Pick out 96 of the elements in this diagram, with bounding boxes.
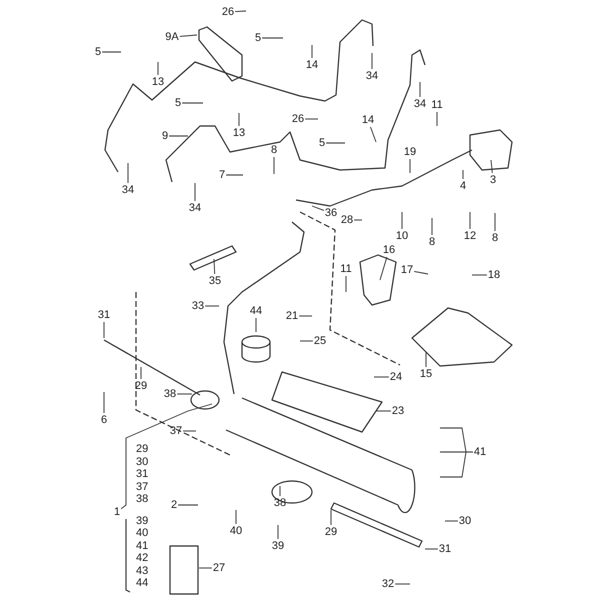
- callout-number: 31: [438, 543, 452, 555]
- leader-line: [214, 258, 216, 274]
- callout-number: 8: [492, 232, 498, 244]
- callout-number: 40: [230, 525, 242, 537]
- callout-number: 17: [400, 264, 414, 276]
- callout-number: 29: [324, 526, 338, 538]
- callout-number: 44: [250, 305, 262, 317]
- callout-number: 23: [392, 405, 404, 417]
- callout-number: 24: [390, 371, 402, 383]
- leader-line: [226, 174, 244, 176]
- leader-line: [304, 118, 318, 120]
- leader-line: [472, 274, 488, 276]
- callout-number: 30: [136, 456, 148, 468]
- leader-line: [238, 112, 240, 126]
- leader-line: [414, 270, 428, 274]
- callout-number: 41: [136, 540, 148, 552]
- leader-line: [179, 34, 198, 37]
- callout-number: 5: [94, 46, 102, 58]
- leader-line: [494, 212, 496, 232]
- callout-number: 14: [362, 114, 374, 126]
- leader-line: [374, 376, 390, 378]
- callout-number: 30: [458, 515, 472, 527]
- callout-number: 29: [134, 380, 148, 392]
- callout-number: 44: [136, 577, 148, 589]
- callout-number: 40: [136, 527, 148, 539]
- callout-number: 1: [114, 506, 120, 518]
- callout-number: 37: [170, 425, 182, 437]
- callout-number: 12: [464, 230, 476, 242]
- callout-number: 9A: [165, 31, 179, 43]
- callout-number: 26: [292, 113, 304, 125]
- leader-line: [490, 160, 493, 174]
- callout-number: 27: [212, 562, 226, 574]
- callout-number: 8: [428, 236, 436, 248]
- callout-number: 38: [274, 497, 286, 509]
- callout-number: 38: [164, 388, 176, 400]
- callout-number: 42: [136, 552, 148, 564]
- leader-line: [380, 256, 388, 280]
- callout-number: 34: [122, 184, 134, 196]
- leader-line: [312, 206, 324, 211]
- callout-number: 25: [314, 335, 326, 347]
- callout-number: 34: [188, 202, 202, 214]
- leader-line: [370, 126, 376, 142]
- leader-line: [462, 170, 464, 180]
- callout-number: 34: [414, 98, 426, 110]
- leader-line: [120, 404, 212, 510]
- leader-line: [326, 142, 346, 144]
- callout-number: 8: [270, 144, 278, 156]
- callout-number: 19: [404, 146, 416, 158]
- callout-number: 32: [382, 578, 394, 590]
- leader-line: [300, 340, 314, 342]
- callout-number: 35: [208, 275, 222, 287]
- callout-number: 38: [136, 493, 148, 505]
- leader-line: [182, 430, 196, 432]
- callout-number: 5: [254, 32, 262, 44]
- callout-number: 37: [136, 480, 148, 492]
- callout-number: 11: [431, 99, 443, 111]
- callout-number: 29: [136, 443, 148, 455]
- leader-line: [436, 112, 438, 126]
- leader-line: [182, 102, 204, 104]
- callout-number: 5: [318, 137, 326, 149]
- leader-line: [194, 182, 196, 202]
- callout-number: 5: [174, 97, 182, 109]
- leader-line: [440, 452, 474, 478]
- callout-number: 39: [136, 514, 148, 526]
- leader-line: [330, 510, 332, 526]
- callout-number: 28: [340, 214, 354, 226]
- callout-number: 14: [306, 59, 318, 71]
- callout-number: 4: [460, 180, 466, 192]
- callout-number: 9: [162, 130, 168, 142]
- callout-number: 26: [222, 6, 234, 18]
- callout-number: 31: [136, 468, 148, 480]
- callout-number: 2: [170, 499, 178, 511]
- leader-line: [140, 366, 142, 380]
- callout-number: 15: [420, 368, 432, 380]
- leader-line: [376, 410, 392, 412]
- callout-number: 13: [232, 127, 246, 139]
- callout-number: 6: [100, 414, 108, 426]
- callout-number: 13: [152, 76, 164, 88]
- callout-number: 18: [488, 269, 500, 281]
- callout-number: 11: [340, 263, 352, 275]
- callout-number: 34: [366, 70, 378, 82]
- callout-number: 36: [324, 207, 338, 219]
- callout-number: 31: [98, 309, 110, 321]
- leader-line: [178, 504, 198, 506]
- callout-number: 41: [474, 446, 486, 458]
- callout-number: 10: [396, 230, 408, 242]
- leader-line: [424, 548, 438, 550]
- callout-number: 21: [286, 310, 298, 322]
- callout-number: 43: [136, 564, 148, 576]
- leader-line: [234, 10, 246, 12]
- leader-line: [444, 520, 458, 522]
- callout-number: 16: [382, 244, 396, 256]
- callout-number: 33: [192, 300, 204, 312]
- callout-number: 3: [490, 174, 496, 186]
- callout-number: 7: [218, 169, 226, 181]
- callout-number: 39: [272, 540, 284, 552]
